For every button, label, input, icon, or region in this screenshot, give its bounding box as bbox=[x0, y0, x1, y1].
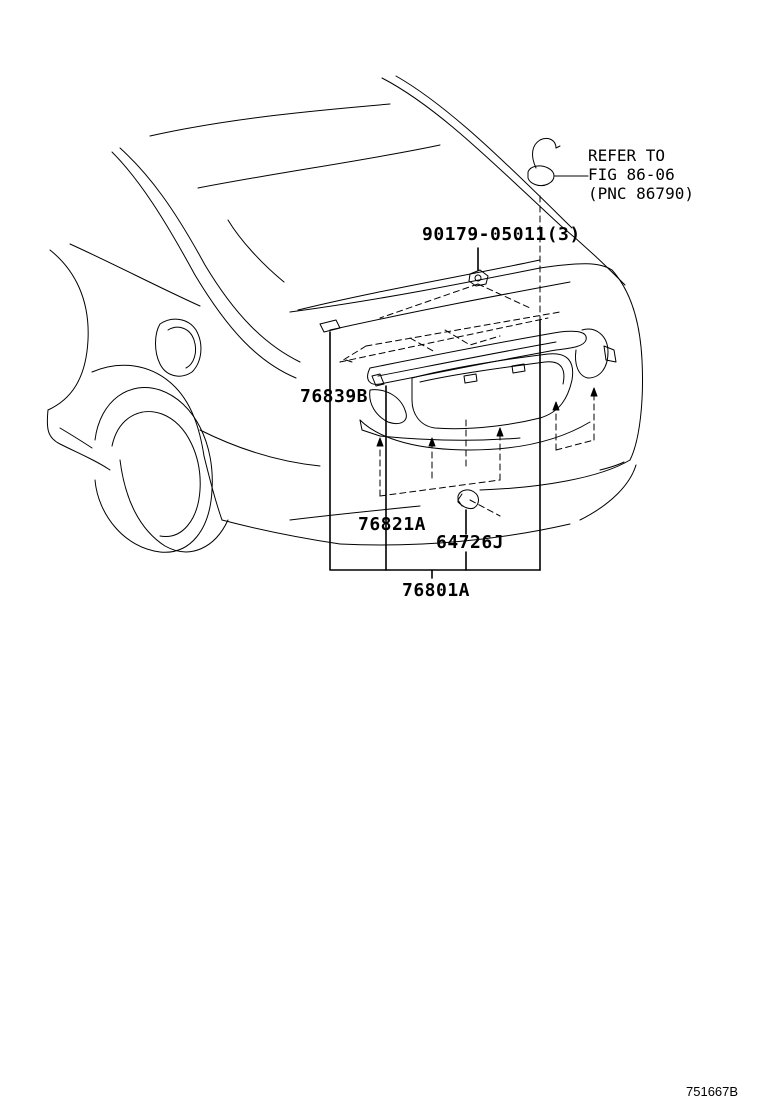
rear-lamps bbox=[369, 328, 617, 424]
trunk-lid bbox=[297, 259, 571, 331]
socket-with-wire bbox=[527, 137, 589, 187]
reference-line-3: (PNC 86790) bbox=[588, 184, 694, 203]
label-assembly: 76801A bbox=[402, 580, 471, 601]
label-bulb: 64726J bbox=[436, 532, 505, 553]
figure-id: 751667B bbox=[686, 1084, 739, 1099]
reference-line-1: REFER TO bbox=[588, 146, 666, 165]
rear-wheel bbox=[59, 386, 213, 553]
assembly-arrows bbox=[376, 387, 598, 447]
rear-bumper bbox=[359, 419, 591, 451]
label-nut: 90179-05011(3) bbox=[422, 224, 581, 245]
label-clip: 76839B bbox=[300, 386, 369, 407]
bulb-part bbox=[457, 489, 479, 509]
reference-line-2: FIG 86-06 bbox=[588, 165, 675, 184]
car-body-outline bbox=[46, 75, 643, 553]
license-garnish bbox=[345, 330, 587, 430]
label-garnish: 76821A bbox=[358, 514, 427, 535]
leader-lines bbox=[329, 247, 541, 579]
clip-part bbox=[319, 319, 385, 387]
reference-note: REFER TO FIG 86-06 (PNC 86790) bbox=[588, 146, 694, 203]
assembly-lines bbox=[339, 195, 595, 517]
nut-part bbox=[468, 269, 489, 287]
